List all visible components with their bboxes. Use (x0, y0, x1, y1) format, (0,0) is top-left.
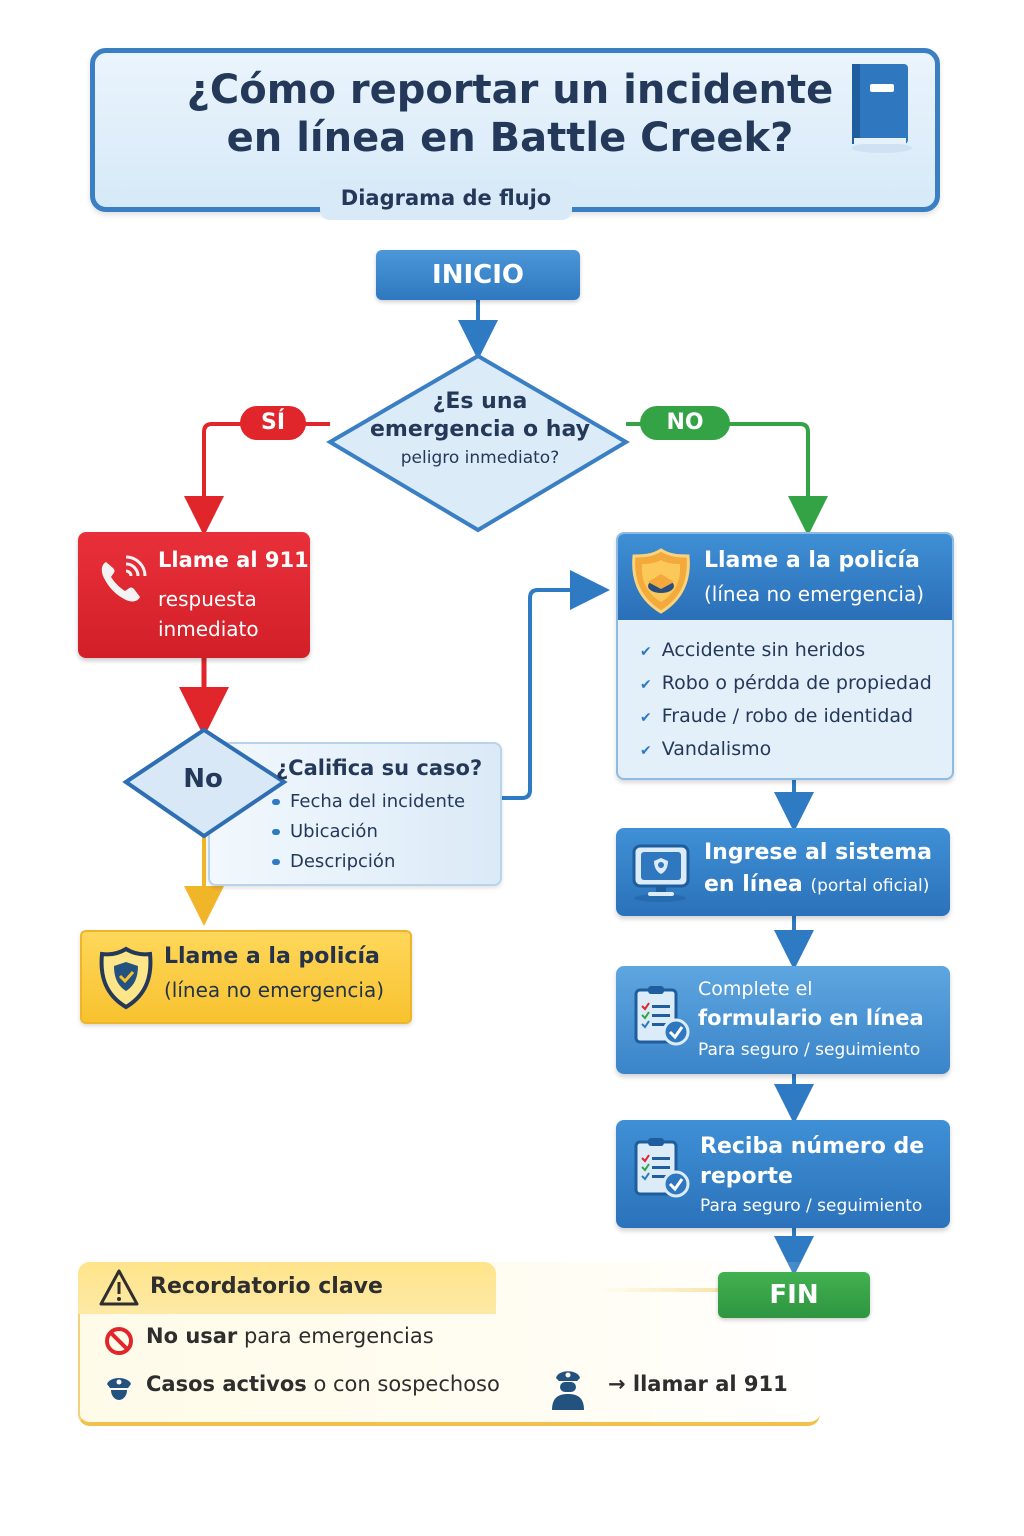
computer-icon (632, 844, 690, 902)
book-icon (852, 64, 912, 153)
warning-icon (99, 1269, 139, 1306)
subtitle-tab: Diagrama de flujo (320, 180, 572, 220)
step1-title: Ingrese al sistema (704, 840, 933, 865)
yes-label: SÍ (240, 406, 306, 440)
start-node: INICIO (376, 250, 580, 300)
police-case-item: ✔Vandalismo (640, 733, 932, 766)
call-911-action: → llamar al 911 (608, 1372, 788, 1396)
step-receive-report-number: Reciba número de reporte Para seguro / s… (616, 1120, 950, 1228)
clipboard-check-icon (634, 986, 690, 1046)
reminder-line-2: Casos activos o con sospechoso (146, 1372, 500, 1396)
police-officer-icon (552, 1371, 584, 1410)
decision-line-2: emergencia o hay (370, 417, 590, 442)
step2-note: Para seguro / seguimiento (698, 1040, 921, 1060)
title-line-1: ¿Cómo reportar un incidente (186, 67, 834, 113)
police-case-item: ✔Accidente sin heridos (640, 634, 932, 667)
phone-icon (101, 555, 147, 602)
police-case-item: ✔Fraude / robo de identidad (640, 700, 932, 733)
qualify-item: Descripción (272, 848, 465, 878)
qualify-decision-label: No (183, 764, 223, 794)
check-icon: ✔ (640, 743, 652, 759)
check-icon: ✔ (640, 677, 652, 693)
step1-note: (portal oficial) (810, 876, 930, 896)
title-line-2: en línea en Battle Creek? (226, 115, 794, 161)
police-cap-icon (107, 1378, 131, 1400)
call-911-subtitle: respuesta inmediato (158, 584, 259, 644)
step1-line-2: en línea (portal oficial) (704, 872, 930, 897)
step2-line-1: Complete el (698, 978, 813, 1000)
call-911-line-2: respuesta (158, 587, 257, 611)
qualify-list: Fecha del incidente Ubicación Descripció… (272, 788, 465, 878)
badge-icon (632, 548, 690, 614)
police-nonemergency-yellow-box: Llame a la policía (línea no emergencia) (80, 930, 412, 1024)
police-case-list: ✔Accidente sin heridos ✔Robo o pérdda de… (640, 634, 932, 766)
step2-line-2: formulario en línea (698, 1006, 924, 1030)
police-case-item: ✔Robo o pérdda de propiedad (640, 667, 932, 700)
qualify-title: ¿Califica su caso? (276, 756, 483, 780)
end-node: FIN (718, 1272, 870, 1318)
step3-note: Para seguro / seguimiento (700, 1196, 923, 1216)
clipboard-check-icon (634, 1138, 690, 1198)
qualify-item: Ubicación (272, 818, 465, 848)
reminder-line-1: No usar para emergencias (146, 1324, 434, 1348)
heart-bullet-icon (272, 829, 280, 835)
decision-line-3: peligro inmediato? (400, 448, 560, 468)
shield-check-icon (99, 946, 153, 1010)
police-card-subtitle: (línea no emergencia) (704, 582, 925, 606)
police-nonemergency-card: Llame a la policía (línea no emergencia)… (616, 532, 954, 780)
call-911-title: Llame al 911 (158, 548, 309, 572)
check-icon: ✔ (640, 644, 652, 660)
arrow-qualify-to-police (498, 570, 610, 800)
decision-question: ¿Es una emergencia o hay peligro inmedia… (360, 388, 600, 472)
call-911-line-3: inmediato (158, 617, 259, 641)
heart-bullet-icon (272, 799, 280, 805)
heart-bullet-icon (272, 859, 280, 865)
reminder-header (78, 1262, 496, 1314)
no-label: NO (640, 406, 730, 440)
reminder-title: Recordatorio clave (150, 1274, 383, 1299)
step-complete-form: Complete el formulario en línea Para seg… (616, 966, 950, 1074)
call-911-box: Llame al 911 respuesta inmediato (78, 532, 310, 658)
police-card-header: Llame a la policía (línea no emergencia) (618, 534, 952, 620)
qualify-item: Fecha del incidente (272, 788, 465, 818)
police-card-title: Llame a la policía (704, 548, 920, 573)
no-entry-icon (105, 1327, 133, 1355)
page-title: ¿Cómo reportar un incidente en línea en … (120, 66, 900, 162)
police-yellow-title: Llame a la policía (164, 944, 380, 969)
check-icon: ✔ (640, 710, 652, 726)
police-yellow-subtitle: (línea no emergencia) (164, 978, 385, 1002)
step-login-online: Ingrese al sistema en línea (portal ofic… (616, 828, 950, 916)
step3-title: Reciba número de reporte (700, 1134, 925, 1189)
decision-line-1: ¿Es una (432, 389, 528, 414)
